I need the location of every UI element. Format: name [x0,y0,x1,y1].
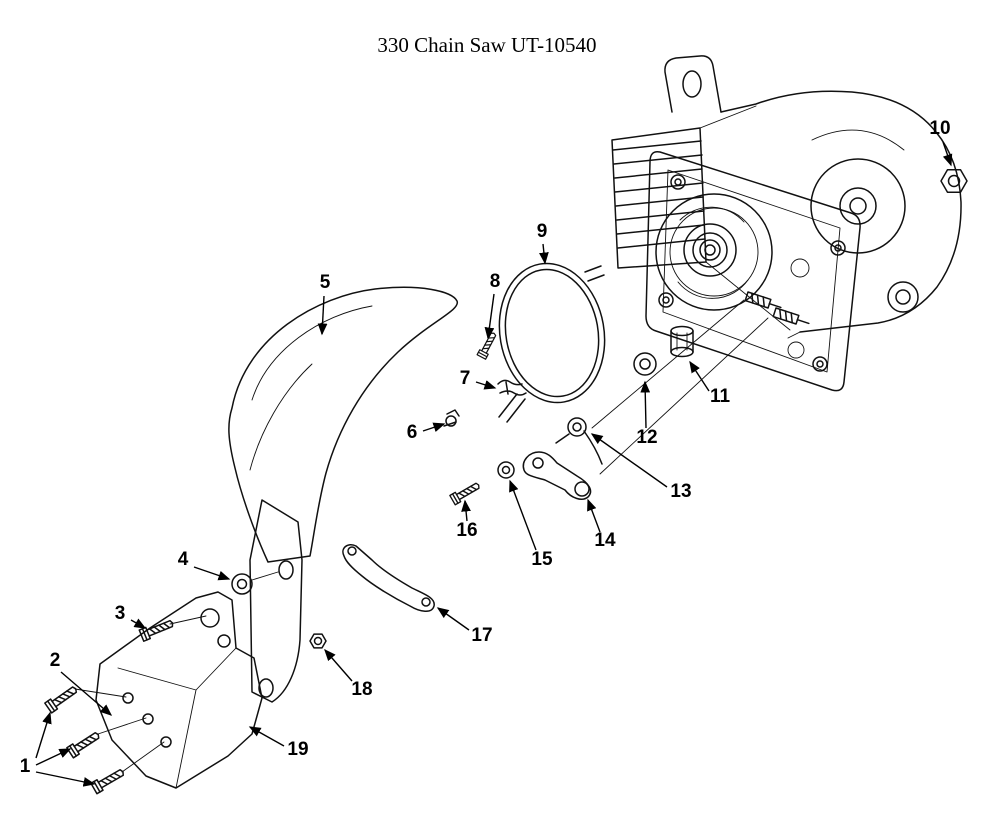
screws-1 [44,683,165,795]
callout-label-8: 8 [490,271,501,292]
callout-label-6: 6 [407,422,418,443]
washer-15 [497,461,515,479]
bracket-19 [95,591,263,789]
callout-label-4: 4 [178,549,189,570]
callout-leader-1 [35,711,52,759]
chain-guard-5 [228,286,458,703]
fitting-6 [443,409,460,427]
callout-label-2: 2 [50,650,61,671]
callout-leader-7 [475,380,497,390]
callout-leader-18 [324,648,353,682]
callout-leader-5 [317,295,328,336]
callout-label-5: 5 [320,272,331,293]
callout-label-19: 19 [287,739,308,760]
callout-leader-19 [248,726,285,747]
nut-18 [309,633,327,649]
callout-label-11: 11 [710,386,731,407]
hub-11 [670,325,694,358]
callout-leader-2 [60,671,113,716]
callout-label-3: 3 [115,603,126,624]
callout-label-16: 16 [456,520,477,541]
callout-leader-1 [35,771,96,787]
callout-label-7: 7 [460,368,471,389]
callout-label-9: 9 [537,221,548,242]
link-17 [342,544,435,612]
callout-leader-6 [422,422,446,432]
callout-leader-16 [461,499,471,522]
callout-label-12: 12 [636,427,657,448]
callout-label-17: 17 [471,625,492,646]
callout-label-14: 14 [594,530,616,551]
diagram-title: 330 Chain Saw UT-10540 [377,33,597,57]
callout-leader-15 [509,479,537,551]
callout-label-1: 1 [20,756,31,777]
callout-label-18: 18 [351,679,372,700]
callout-leader-3 [130,618,147,629]
callout-leader-4 [193,566,231,581]
brake-band-9 [498,262,606,423]
callout-label-13: 13 [670,481,691,502]
callout-leader-14 [587,498,601,533]
callout-leader-1 [35,748,72,766]
callout-leader-9 [539,243,549,265]
callout-label-15: 15 [531,549,553,570]
callout-leader-17 [436,607,470,631]
screw-8 [476,330,499,360]
washer-4 [231,573,253,595]
callout-leader-8 [484,293,495,340]
alignment-lines [591,299,769,475]
callout-leader-10 [942,141,953,167]
callout-label-10: 10 [929,118,950,139]
callout-leader-12 [640,380,651,429]
clip-7 [497,379,527,396]
engine-assembly [611,55,962,392]
lever-14 [522,451,592,500]
spring-13 [555,417,603,465]
washer-12 [633,352,657,376]
hex-nut-10 [940,168,968,194]
screw-3 [138,615,207,642]
callout-leader-11 [689,360,710,392]
callout-leader-13 [590,433,668,488]
